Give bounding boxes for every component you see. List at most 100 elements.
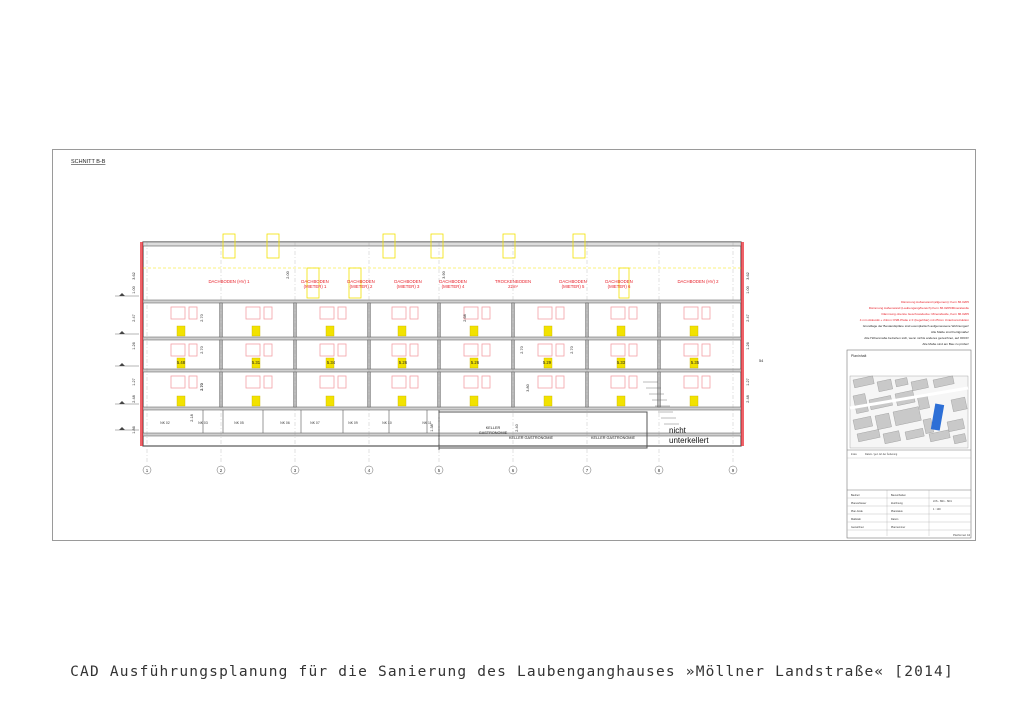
window-symbol	[463, 375, 479, 389]
site-building	[874, 412, 892, 430]
door-fill	[543, 325, 553, 337]
axis-label: 8	[658, 468, 661, 473]
window-symbol	[628, 375, 638, 389]
door-fill	[469, 325, 479, 337]
window-symbol	[188, 375, 198, 389]
door-fill	[689, 395, 699, 407]
window-symbol	[245, 343, 261, 357]
attic-label-line: DACHBODEN	[394, 279, 421, 284]
titleblock-field: Plannummer	[891, 526, 905, 529]
door-fill	[251, 395, 261, 407]
door-fill	[397, 395, 407, 407]
basement-room-label: NK 02	[160, 421, 170, 425]
floor-slab	[142, 336, 742, 341]
titleblock-field: Plan-Code	[851, 510, 863, 513]
axis-bubble	[728, 465, 738, 475]
window-symbol	[537, 306, 553, 320]
floor-slab	[142, 406, 742, 411]
axis-bubble	[216, 465, 226, 475]
window-symbol	[263, 375, 273, 389]
site-building	[852, 375, 875, 389]
axis-label: 4	[368, 468, 371, 473]
titleblock-field: Planstatus	[891, 510, 903, 513]
attic-label: DACHBODEN(MIETER) 3	[394, 279, 421, 289]
height-dimension: 2.70	[200, 314, 204, 321]
section-title: SCHNITT B-B	[71, 159, 106, 165]
attic-label-line: DACHBODEN	[605, 279, 632, 284]
note-line: Grundlage der Bestandspläne sind exempla…	[863, 324, 969, 328]
basement-room-label: NK 10	[382, 421, 392, 425]
site-building	[928, 429, 951, 443]
window-symbol	[481, 306, 491, 320]
window-symbol	[610, 343, 626, 357]
room-width-dimension: 5.31	[252, 360, 261, 365]
window-symbol	[263, 343, 273, 357]
attic-label-line: DACHBODEN	[559, 279, 586, 284]
site-highlight	[930, 403, 945, 431]
site-building	[904, 428, 925, 441]
attic-label: DACHBODEN(MIETER) 2	[347, 279, 374, 289]
note-line: 4 mm Akkustik + 24mm OSB-Platte ≥ F (beg…	[860, 318, 970, 322]
note-line: Alle Höhenmaße beziehen sich, wenn nicht…	[864, 336, 969, 340]
edge-dimension: 2.48	[746, 395, 750, 402]
edge-dimension: 3.62	[746, 272, 750, 279]
window-symbol	[391, 306, 407, 320]
site-building	[950, 396, 968, 412]
axis-bubble	[142, 465, 152, 475]
attic-label-line: DACHBODEN	[439, 279, 466, 284]
height-dimension: 2.70	[200, 383, 204, 390]
titleblock-scale: 1 : 100	[933, 508, 941, 511]
attic-label-line: (MIETER) 2	[350, 284, 373, 289]
note-line: Dämmung Außenwand (Laubengang/bereich) K…	[869, 306, 969, 310]
door-fill	[689, 325, 699, 337]
edge-dimension: 1.27	[746, 378, 750, 385]
site-plan	[849, 375, 969, 449]
edge-dimension: 2.47	[746, 314, 750, 321]
axis-bubble	[508, 465, 518, 475]
attic-label-line: (MIETER) 3	[397, 284, 420, 289]
edge-dimension: 3.62	[132, 272, 136, 279]
axis-bubble	[582, 465, 592, 475]
window-symbol	[481, 375, 491, 389]
titleblock-field: Bauvorhaben	[891, 494, 906, 497]
site-building	[946, 418, 965, 432]
roof-frame	[266, 233, 280, 259]
door-fill	[251, 325, 261, 337]
attic-label: DACHBODEN (HV) 1	[208, 279, 250, 284]
basement-room-label: NK 06	[280, 421, 290, 425]
window-symbol	[337, 306, 347, 320]
basement-room-label: NK 03	[198, 421, 208, 425]
titleblock-header: Planinhalt	[851, 354, 866, 358]
axis-bubble	[654, 465, 664, 475]
height-dimension: 2.70	[520, 346, 524, 353]
roof-frame	[502, 233, 516, 259]
window-symbol	[245, 306, 261, 320]
keller-label-line: GASTRONOMIE	[479, 431, 508, 435]
room-width-dimension: 5.48	[177, 360, 186, 365]
basement-room-label: NK 11	[422, 421, 431, 425]
window-symbol	[409, 375, 419, 389]
unexcavated-label: unterkellert	[669, 436, 709, 445]
site-building	[894, 377, 909, 388]
attic-label-line: DACHBODEN	[347, 279, 374, 284]
room-width-dimension: 5.34	[327, 360, 336, 365]
attic-label-line: DACHBODEN	[301, 279, 328, 284]
note-line: Dämmung oberste Geschossdecke: Mineralwo…	[881, 312, 969, 316]
door-fill	[176, 357, 186, 369]
height-dimension: 1.38	[430, 424, 434, 431]
height-dimension: 2.00	[286, 271, 290, 278]
door-fill	[325, 395, 335, 407]
window-symbol	[337, 343, 347, 357]
keller-label: KELLER GASTRONOMIE	[591, 436, 636, 440]
door-fill	[469, 395, 479, 407]
level-arrow	[119, 363, 125, 366]
level-arrow	[119, 331, 125, 334]
height-dimension: 2.70	[200, 383, 204, 390]
notes-block: Dämmung Außenwand (allgemein): Kern 86.0…	[860, 300, 970, 346]
axis-bubble	[434, 465, 444, 475]
exterior-wall-right	[741, 242, 744, 446]
